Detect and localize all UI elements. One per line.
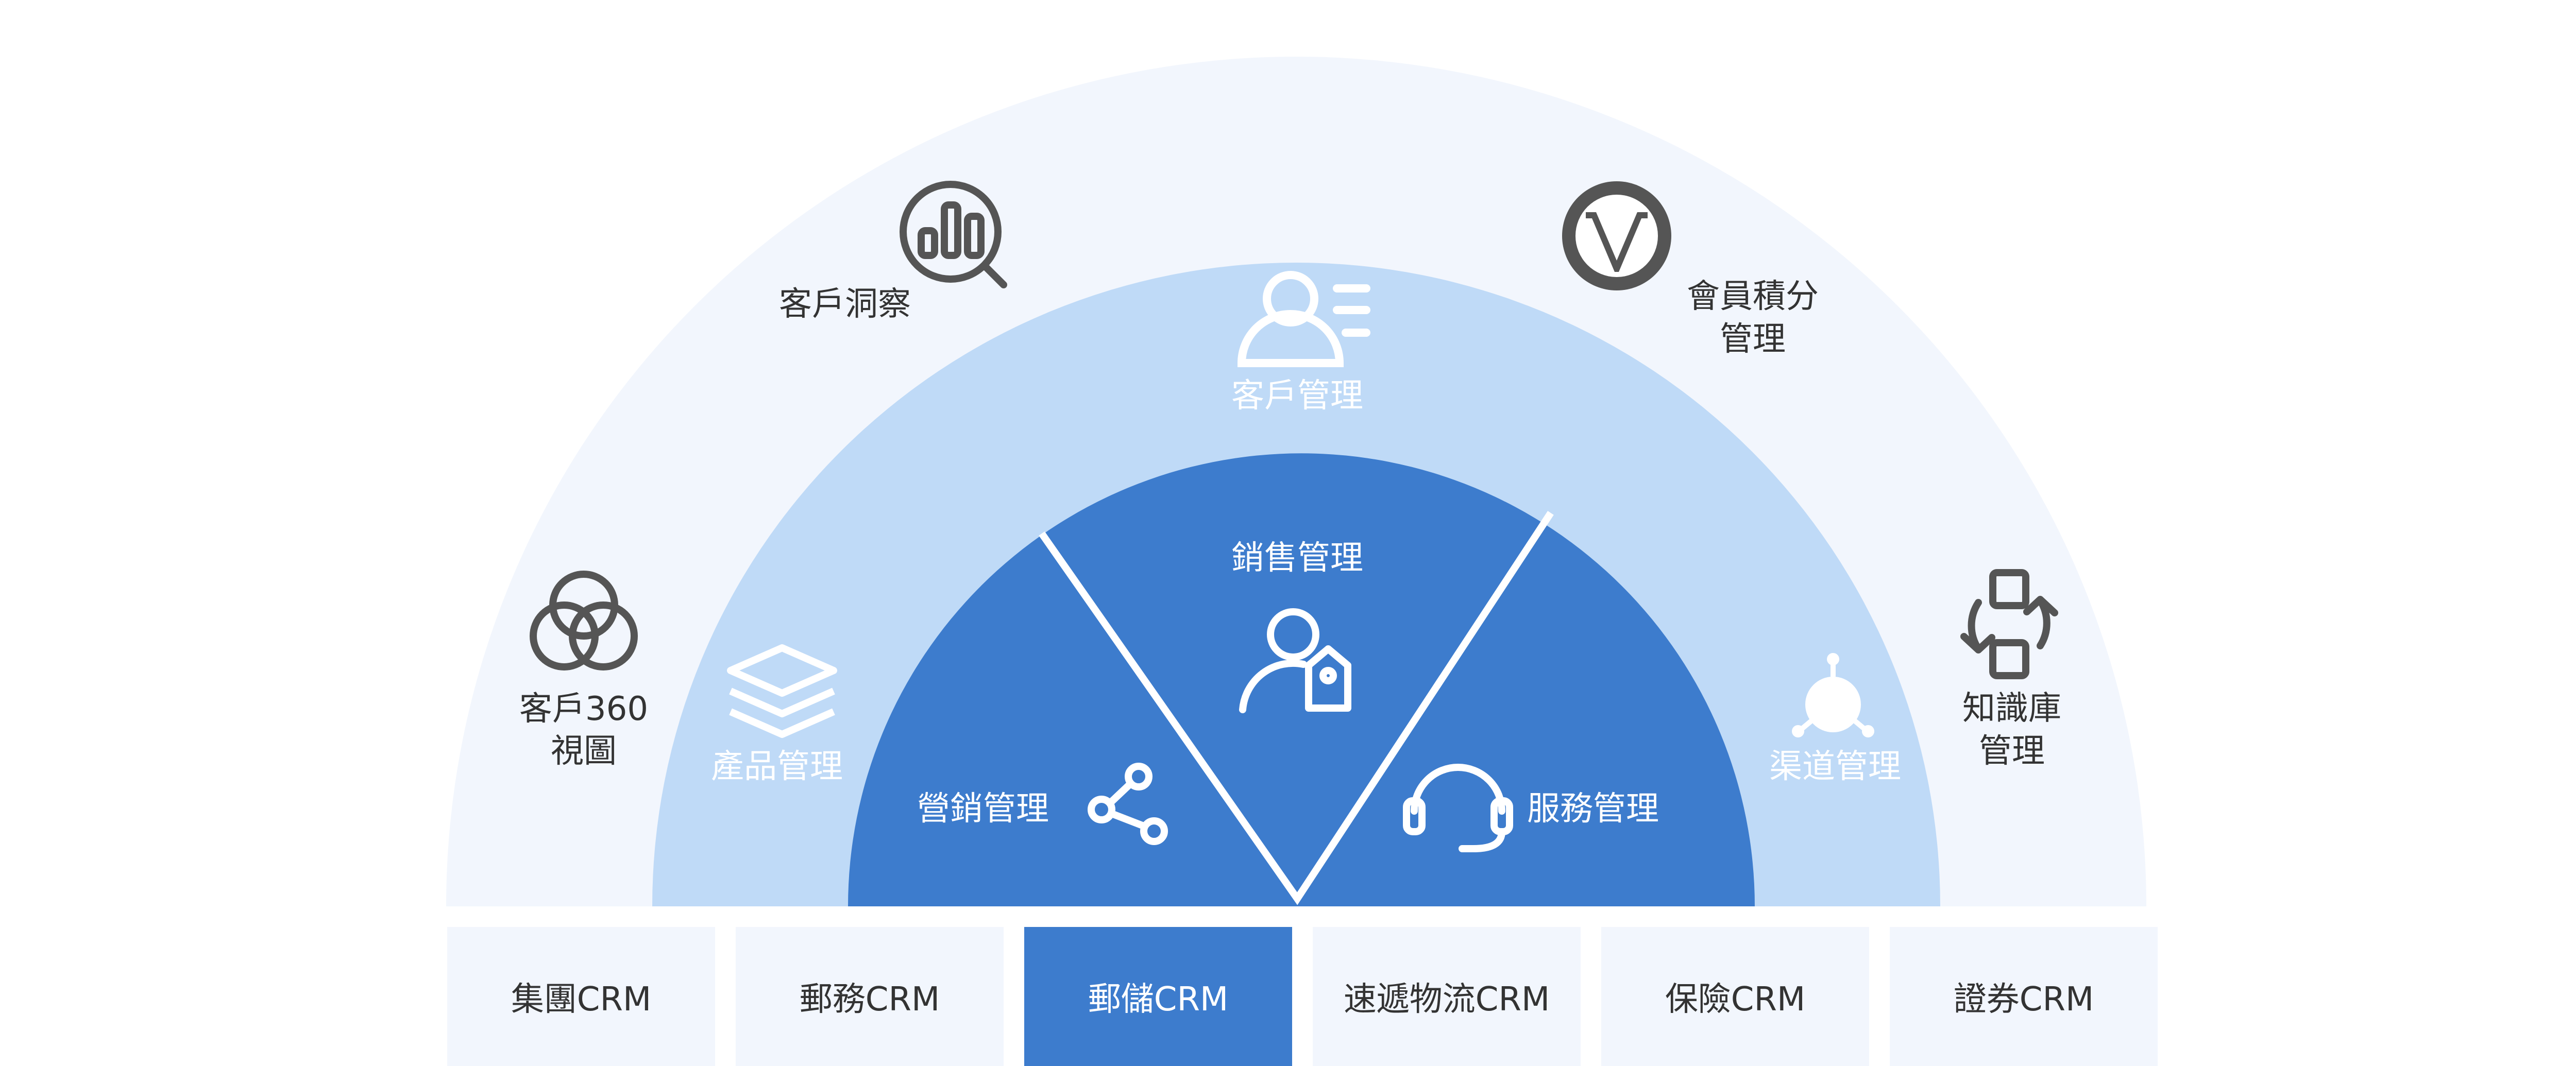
bar-chart-magnifier-icon — [900, 181, 1007, 288]
tab-postal-crm[interactable]: 郵務CRM — [736, 927, 1004, 1066]
tab-group-crm[interactable]: 集團CRM — [447, 927, 715, 1066]
label-sales-management: 銷售管理 — [1231, 539, 1363, 577]
label-customer-insight: 客戶洞察 — [779, 285, 911, 323]
venn-circles-icon — [530, 571, 638, 670]
divider-band — [0, 906, 2576, 923]
channel-node-icon — [1792, 653, 1874, 737]
user-list-icon — [1237, 271, 1370, 367]
sync-squares-icon — [1960, 569, 2058, 679]
headset-icon — [1403, 764, 1513, 852]
label-member-points-line1: 會員積分 — [1687, 278, 1819, 316]
label-product-management: 產品管理 — [711, 748, 843, 786]
tab-label: 保險CRM — [1665, 981, 1806, 1019]
label-customer-360-line2: 視圖 — [551, 732, 617, 770]
layers-icon — [727, 644, 837, 738]
tab-label: 郵務CRM — [799, 981, 940, 1019]
tab-label: 郵儲CRM — [1088, 981, 1229, 1019]
person-tag-icon — [1239, 608, 1351, 713]
crm-tab-bar: 集團CRM 郵務CRM 郵儲CRM 速遞物流CRM 保險CRM 證券CRM — [447, 927, 2158, 1066]
v-badge-icon — [1562, 181, 1671, 290]
tab-express-logistics-crm[interactable]: 速遞物流CRM — [1313, 927, 1581, 1066]
label-customer-management: 客戶管理 — [1231, 377, 1363, 415]
label-customer-360-line1: 客戶360 — [519, 690, 648, 728]
label-member-points-line2: 管理 — [1720, 320, 1786, 358]
tab-savings-crm[interactable]: 郵儲CRM — [1024, 927, 1292, 1066]
label-knowledge-line1: 知識庫 — [1962, 690, 2061, 728]
tab-insurance-crm[interactable]: 保險CRM — [1601, 927, 1869, 1066]
tab-label: 速遞物流CRM — [1343, 981, 1550, 1019]
label-marketing-management: 營銷管理 — [917, 790, 1049, 828]
label-service-management: 服務管理 — [1527, 790, 1659, 828]
tab-label: 證券CRM — [1953, 981, 2094, 1019]
label-knowledge-line2: 管理 — [1979, 732, 2045, 770]
tab-securities-crm[interactable]: 證券CRM — [1890, 927, 2158, 1066]
label-channel-management: 渠道管理 — [1769, 748, 1901, 786]
inner-divider — [1039, 511, 1554, 905]
tab-label: 集團CRM — [511, 981, 652, 1019]
inner-ring — [848, 453, 1755, 906]
share-icon — [1088, 763, 1168, 845]
